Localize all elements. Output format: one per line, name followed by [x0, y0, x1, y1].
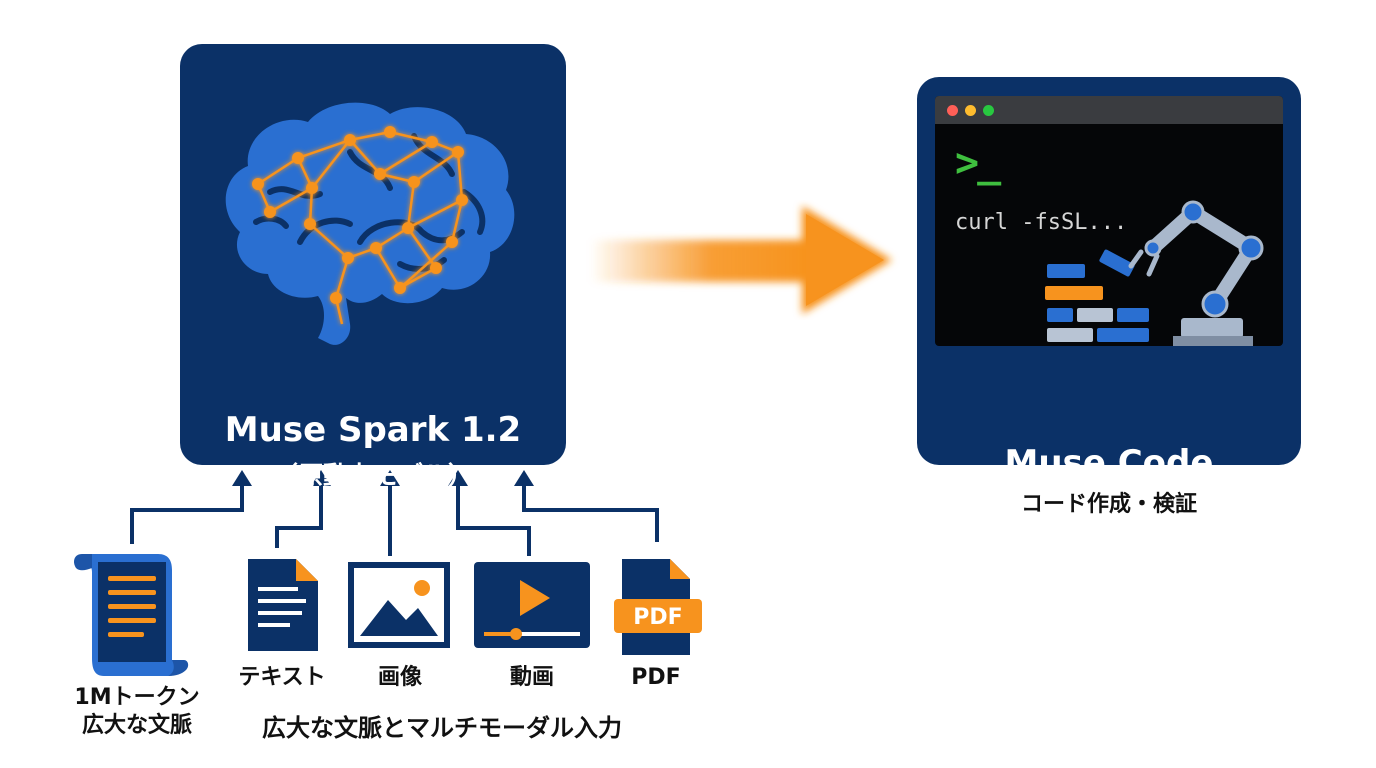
arrowhead-1	[232, 470, 252, 486]
image-label: 画像	[377, 665, 422, 690]
robot-arm-icon	[1045, 200, 1264, 346]
maximize-dot-icon	[983, 105, 994, 116]
pdf-icon: PDF	[614, 559, 702, 655]
text-label: テキスト	[238, 665, 326, 690]
connector-scroll	[130, 478, 244, 544]
brain-icon	[225, 102, 515, 345]
scroll-label: 1Mトークン 広大な文脈	[62, 684, 212, 740]
close-dot-icon	[947, 105, 958, 116]
arrowhead-5	[514, 470, 534, 486]
agent-title: Muse Code	[1004, 443, 1214, 483]
arrowhead-2	[311, 470, 331, 486]
minimize-dot-icon	[965, 105, 976, 116]
terminal-command: curl -fsSL...	[955, 210, 1128, 235]
agent-subtitle: （ターミナルエージェント）	[946, 494, 1272, 523]
terminal-titlebar	[935, 96, 1283, 124]
terminal-window: >_ curl -fsSL...	[935, 96, 1283, 346]
arrowhead-3	[380, 470, 400, 486]
arrowhead-4	[448, 470, 468, 486]
flow-arrow	[590, 206, 892, 314]
model-subtitle: （原動力モデル）	[272, 461, 473, 490]
text-document-icon	[248, 559, 318, 651]
agent-caption: コード作成・検証	[1020, 492, 1197, 517]
connector-text	[275, 478, 323, 548]
video-label: 動画	[509, 665, 554, 690]
scroll-label-line2: 広大な文脈	[81, 713, 192, 738]
video-icon	[474, 562, 590, 648]
model-title: Muse Spark 1.2	[224, 410, 522, 450]
pdf-label: PDF	[631, 665, 681, 690]
pdf-badge-text: PDF	[633, 605, 682, 630]
image-icon	[348, 562, 450, 648]
terminal-prompt: >_	[955, 140, 1001, 186]
scroll-label-line1: 1Mトークン	[74, 685, 200, 710]
connector-video	[456, 478, 531, 556]
connector-pdf	[522, 478, 659, 542]
footer-label: 広大な文脈とマルチモーダル入力	[262, 714, 622, 742]
scroll-icon	[74, 554, 189, 676]
